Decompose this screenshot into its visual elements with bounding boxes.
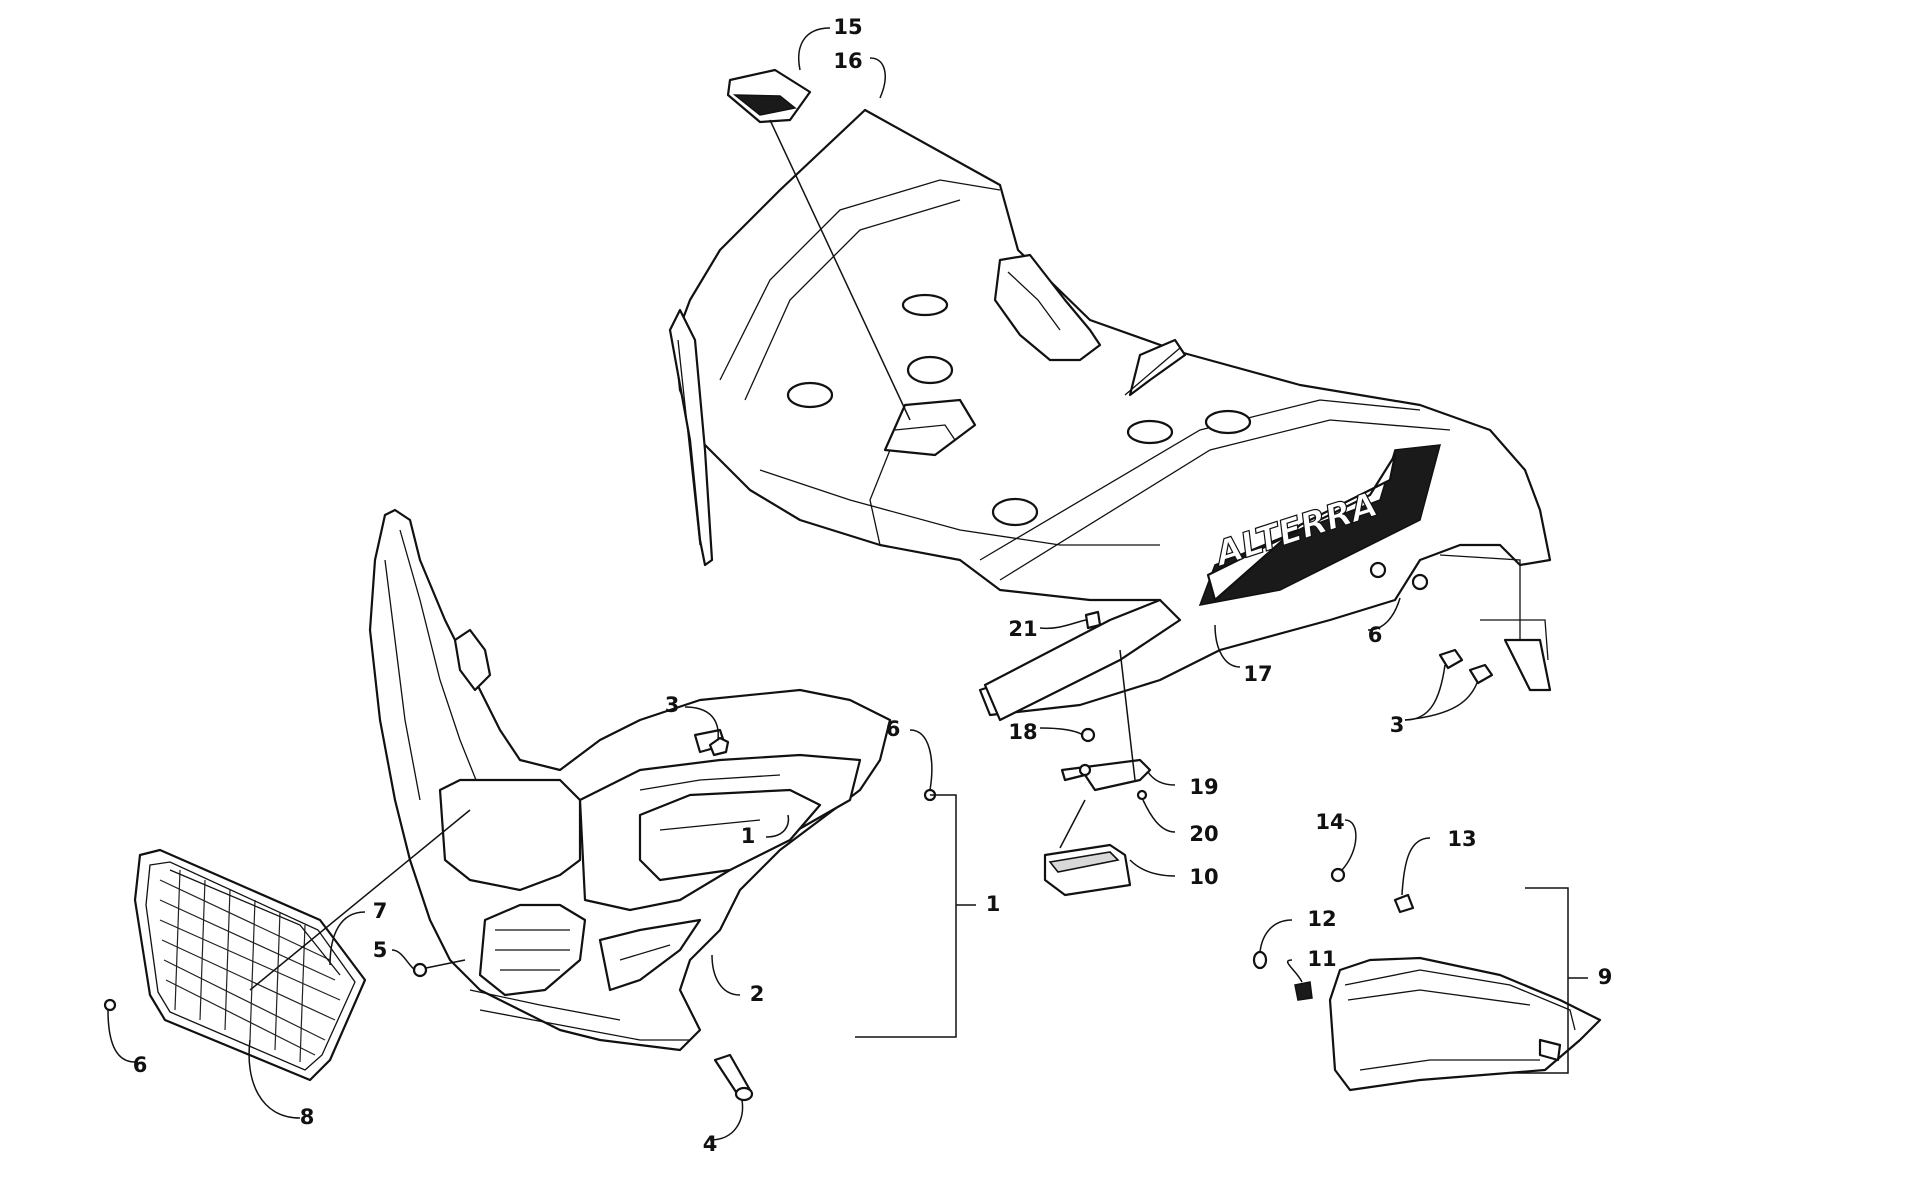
badge-part-15[interactable] — [726, 68, 911, 421]
callout-7: 7 — [373, 899, 388, 923]
callout-10: 10 — [1189, 865, 1218, 889]
callout-17: 17 — [1243, 662, 1272, 686]
callout-11: 11 — [1307, 947, 1336, 971]
callout-4: 4 — [703, 1132, 718, 1156]
callout-16: 16 — [833, 49, 862, 73]
callout-19: 19 — [1189, 775, 1218, 799]
callout-20: 20 — [1189, 822, 1218, 846]
callout-6-grille: 6 — [133, 1053, 148, 1077]
clip-part-21[interactable] — [1084, 610, 1102, 630]
callout-3-right: 3 — [1390, 713, 1405, 737]
front-bumper[interactable] — [368, 508, 892, 1052]
bracket-part-19[interactable] — [1059, 649, 1152, 849]
callout-18: 18 — [1008, 720, 1037, 744]
callout-14: 14 — [1315, 810, 1344, 834]
screw-part-6-right-a[interactable] — [1369, 561, 1387, 579]
grommet-part-11[interactable] — [1294, 981, 1313, 1001]
callout-8: 8 — [300, 1105, 315, 1129]
headlight-assembly[interactable] — [1328, 956, 1602, 1092]
callout-2: 2 — [750, 982, 765, 1006]
screw-part-6-grille[interactable] — [103, 998, 117, 1012]
reflector-part-10[interactable] — [1043, 843, 1132, 897]
front-grille[interactable] — [133, 848, 367, 1082]
callout-6-bumper: 6 — [886, 717, 901, 741]
callout-15: 15 — [833, 15, 862, 39]
decal-alterra: ALTERRA — [1198, 444, 1442, 606]
nut-part-18[interactable] — [1080, 727, 1096, 743]
screw-part-20[interactable] — [1136, 789, 1148, 801]
clip-part-3-right-a[interactable] — [1438, 648, 1464, 670]
callout-1-upper: 1 — [741, 824, 756, 848]
callout-1-bracket: 1 — [986, 892, 1001, 916]
callout-12: 12 — [1307, 907, 1336, 931]
fender-lower-strip — [983, 598, 1182, 722]
callout-5: 5 — [373, 938, 388, 962]
callout-9: 9 — [1598, 965, 1613, 989]
callout-3-left: 3 — [665, 693, 680, 717]
screw-part-6-right-b[interactable] — [1411, 573, 1429, 591]
callout-13: 13 — [1447, 827, 1476, 851]
bolt-part-4[interactable] — [713, 1053, 754, 1102]
leader-lines — [107, 27, 1588, 1141]
connector-part-13[interactable] — [1393, 893, 1415, 914]
callout-labels: 15 16 21 17 6 3 18 19 20 10 14 13 12 11 … — [133, 15, 1613, 1156]
clip-part-3-right-b[interactable] — [1468, 663, 1494, 685]
callout-21: 21 — [1008, 617, 1037, 641]
screw-part-14[interactable] — [1330, 867, 1346, 883]
callout-6-right: 6 — [1368, 623, 1383, 647]
oring-part-12[interactable] — [1252, 950, 1268, 970]
